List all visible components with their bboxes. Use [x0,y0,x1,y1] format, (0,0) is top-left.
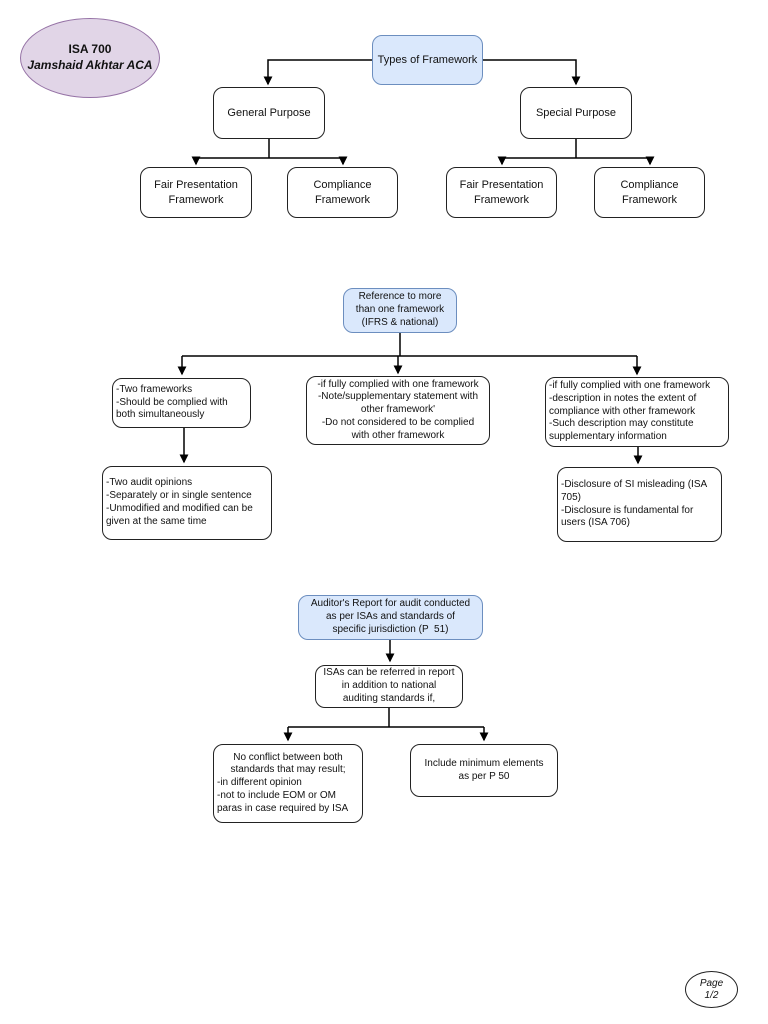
node-two-audit-opinions: -Two audit opinions -Separately or in si… [102,466,272,540]
node-sp-compliance: Compliance Framework [594,167,705,218]
node-general-purpose: General Purpose [213,87,325,139]
document-title: ISA 700 [68,42,112,57]
node-description-in-notes: -if fully complied with one framework -d… [545,377,729,447]
node-both-frameworks: -Two frameworks -Should be complied with… [112,378,251,428]
page-number-ellipse: Page 1/2 [685,971,738,1008]
no-conflict-bullets: -in different opinion -not to include EO… [217,777,349,814]
node-sp-fair-presentation: Fair Presentation Framework [446,167,557,218]
node-gp-compliance: Compliance Framework [287,167,398,218]
node-si-disclosure: -Disclosure of SI misleading (ISA 705) -… [557,467,722,542]
node-special-purpose: Special Purpose [520,87,632,139]
page-label: Page [699,977,724,989]
node-minimum-elements: Include minimum elements as per P 50 [410,744,558,797]
node-isas-referred-condition: ISAs can be referred in report in additi… [315,665,463,708]
node-gp-fair-presentation: Fair Presentation Framework [140,167,252,218]
node-multi-framework-root: Reference to more than one framework (IF… [343,288,457,333]
author-name: Jamshaid Akhtar ACA [27,58,153,72]
node-no-conflict: No conflict between both standards that … [213,744,363,823]
node-types-of-framework: Types of Framework [372,35,483,85]
node-auditors-report-root: Auditor's Report for audit conducted as … [298,595,483,640]
node-note-supplementary: -if fully complied with one framework -N… [306,376,490,445]
page-number: 1/2 [704,989,719,1001]
no-conflict-intro: No conflict between both standards that … [230,751,346,776]
author-ellipse: ISA 700 Jamshaid Akhtar ACA [20,18,160,98]
